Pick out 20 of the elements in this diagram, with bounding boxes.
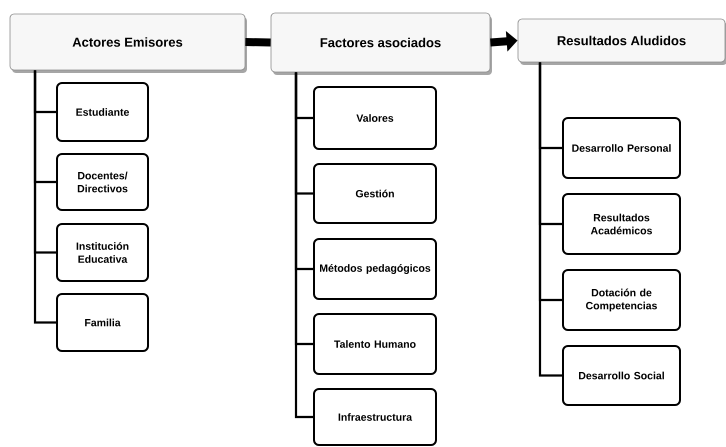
item-box: Métodos pedagógicos [313,238,437,300]
header-box: Resultados Aludidos [518,18,726,65]
item-box: Desarrollo Social [562,345,681,406]
item-box: Infraestructura [313,388,437,446]
header-box: Factores asociados [270,12,492,75]
item-box: Estudiante [56,82,149,142]
item-box: Desarrollo Personal [562,117,681,179]
item-box: Dotación de Competencias [562,269,681,331]
item-box: Resultados Académicos [562,193,681,255]
item-box: Docentes/ Directivos [56,153,149,211]
tree-connector [34,70,56,324]
item-box: Talento Humano [313,313,437,375]
item-box: Gestión [313,163,437,224]
item-box: Institución Educativa [56,223,149,282]
connector-bar [245,38,271,46]
header-box: Actores Emisores [10,14,247,73]
item-box: Familia [56,293,149,352]
tree-connector [294,72,313,418]
tree-connector [538,62,562,377]
item-box: Valores [313,86,437,150]
